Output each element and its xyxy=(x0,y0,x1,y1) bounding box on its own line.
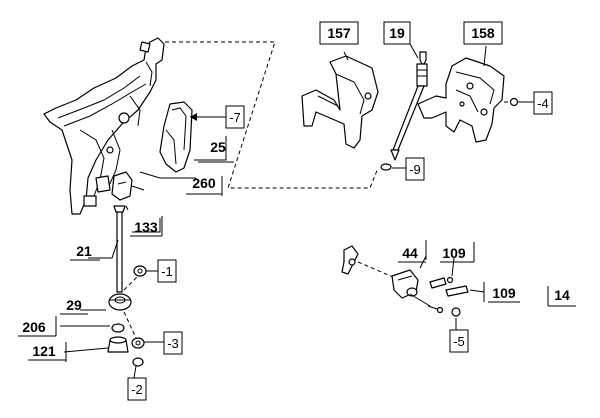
callout-2: -2 xyxy=(127,377,147,401)
callout-5: -5 xyxy=(449,329,469,353)
callout-3-label: -3 xyxy=(167,336,179,351)
callout-133-label: 133 xyxy=(134,219,158,235)
callout-7-label: -7 xyxy=(229,110,241,125)
housing-part-158 xyxy=(417,57,505,143)
callout-157-label: 157 xyxy=(327,25,351,41)
callout-25-label: 25 xyxy=(210,139,226,155)
callout-121-label: 121 xyxy=(32,343,56,359)
callout-44-label: 44 xyxy=(402,245,418,261)
callout-3: -3 xyxy=(163,331,183,355)
linkage-part-44 xyxy=(341,245,444,314)
callout-29-label: 29 xyxy=(66,297,82,313)
screw-part-4 xyxy=(509,97,519,107)
callout-9-label: -9 xyxy=(409,162,421,177)
callout-158-label: 158 xyxy=(471,25,495,41)
callout-109a: 109 xyxy=(442,242,475,262)
callout-109a-label: 109 xyxy=(442,245,466,261)
shaft-part-21 xyxy=(113,205,126,293)
callout-109b-label: 109 xyxy=(492,285,516,301)
callout-5-label: -5 xyxy=(453,334,465,349)
callout-260: 260 xyxy=(192,175,223,196)
pin-part-109b xyxy=(445,285,469,297)
callout-133: 133 xyxy=(134,216,163,236)
assembly-outline xyxy=(165,41,379,189)
washer-part-206 xyxy=(111,323,125,333)
washer-part-1 xyxy=(133,265,147,277)
cap-part-121 xyxy=(107,336,129,353)
callout-19: 19 xyxy=(383,21,411,45)
frame-part xyxy=(43,37,165,215)
callout-109b: 109 xyxy=(483,282,516,302)
callout-29: 29 xyxy=(66,297,82,313)
callout-121: 121 xyxy=(32,342,67,362)
callout-1-label: -1 xyxy=(161,264,173,279)
callout-260-label: 260 xyxy=(192,175,216,191)
callout-14-label: 14 xyxy=(554,287,570,303)
lever-part-25 xyxy=(159,101,193,173)
washer-part-2 xyxy=(132,357,144,367)
callout-21-label: 21 xyxy=(76,243,92,259)
callout-1: -1 xyxy=(157,259,177,283)
plate-part-157 xyxy=(301,55,379,149)
bracket-part-133 xyxy=(111,171,145,201)
callout-206-label: 206 xyxy=(22,319,46,335)
gear-part-29 xyxy=(108,293,132,311)
washer-part-5 xyxy=(451,307,461,317)
rod-part-19 xyxy=(390,51,428,161)
callout-19-label: 19 xyxy=(389,25,405,41)
callout-44: 44 xyxy=(402,240,427,261)
callout-14: 14 xyxy=(547,286,570,306)
callout-4: -4 xyxy=(533,91,553,115)
washer-part-9 xyxy=(380,163,392,171)
callout-2-label: -2 xyxy=(131,382,143,397)
washer-part-3 xyxy=(131,337,145,349)
callout-157: 157 xyxy=(319,21,359,45)
callout-25: 25 xyxy=(210,139,226,155)
callout-21: 21 xyxy=(76,243,92,259)
callout-206: 206 xyxy=(22,316,57,336)
callout-158: 158 xyxy=(463,21,503,45)
pin-part-109a xyxy=(429,276,454,289)
callout-7: -7 xyxy=(225,105,245,129)
callout-4-label: -4 xyxy=(537,96,549,111)
callout-9: -9 xyxy=(405,157,425,181)
